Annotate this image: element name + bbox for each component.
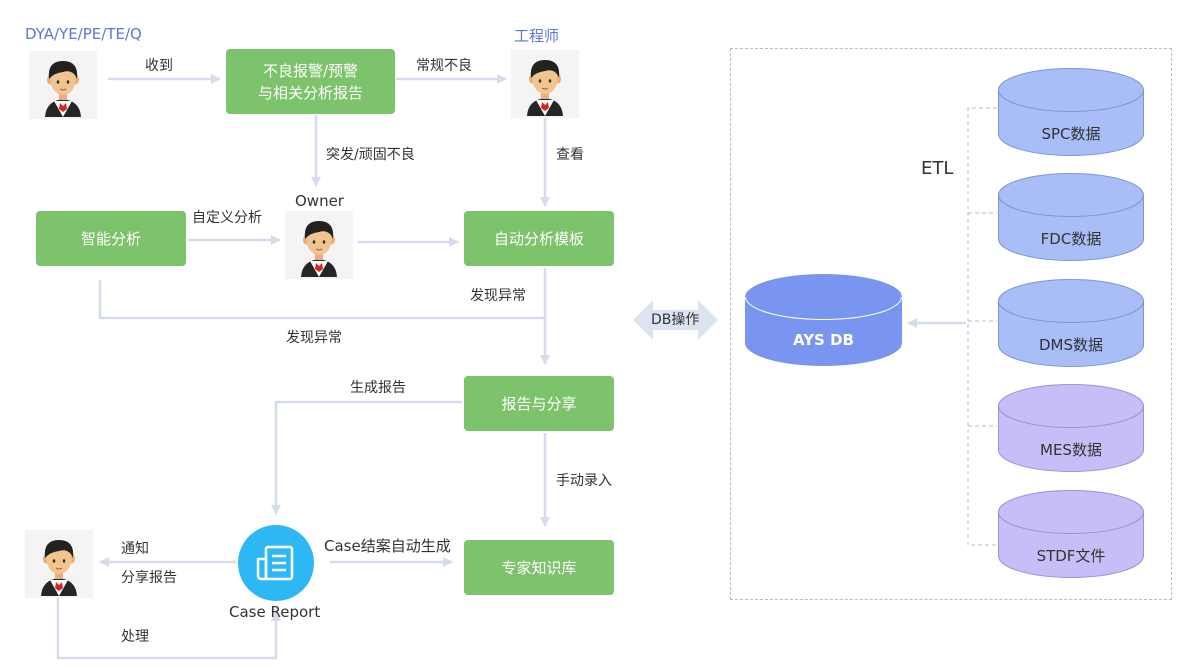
role-label-dya: DYA/YE/PE/TE/Q [25,25,142,43]
label-manual-entry: 手动录入 [556,473,612,489]
box-alarm-report: 不良报警/预警 与相关分析报告 [226,49,395,114]
label-sudden-defect: 突发/顽固不良 [326,147,415,163]
role-label-engineer: 工程师 [514,27,560,45]
label-share-report: 分享报告 [121,570,177,586]
label-view: 查看 [556,147,584,163]
box-smart-analysis: 智能分析 [36,211,186,266]
database-zone [730,48,1172,600]
database-ays-db: AYS DB [745,274,902,366]
source-db-stdf: STDF文件 [998,490,1144,578]
box-expert-kb: 专家知识库 [464,540,614,595]
line-smart-anomaly [98,280,545,320]
label-routine-defect: 常规不良 [416,58,472,74]
source-db-spc: SPC数据 [998,68,1144,156]
source-label: MES数据 [1040,441,1102,459]
label-anomaly-found: 发现异常 [286,330,342,346]
db-ops-double-arrow [633,300,718,340]
person-avatar [29,51,97,119]
source-db-dms: DMS数据 [998,279,1144,367]
label-custom-analysis: 自定义分析 [192,210,262,226]
source-db-fdc: FDC数据 [998,173,1144,261]
label-case-auto: Case结案自动生成 [324,537,451,555]
role-label-owner: Owner [295,192,344,210]
source-label: DMS数据 [1038,336,1103,354]
database-label: AYS DB [793,331,854,349]
label-anomaly-found: 发现异常 [470,288,526,304]
label-handle: 处理 [121,629,149,645]
label-etl: ETL [921,158,954,179]
box-auto-template: 自动分析模板 [464,211,614,266]
arrow-generate-report [271,400,462,515]
arrow-handle [56,598,281,660]
person-avatar [25,530,93,598]
document-icon [238,525,314,601]
source-label: STDF文件 [1036,547,1106,565]
person-avatar [511,50,579,118]
label-receive: 收到 [145,58,173,74]
label-case-report: Case Report [229,603,321,621]
label-generate-report: 生成报告 [350,380,406,396]
etl-bracket [967,107,997,546]
label-notify: 通知 [121,541,149,557]
case-report-node [238,525,314,601]
source-label: SPC数据 [1041,125,1101,143]
label-db-ops: DB操作 [651,312,700,328]
person-avatar [285,211,353,279]
box-report-share: 报告与分享 [464,376,614,431]
source-label: FDC数据 [1040,230,1102,248]
source-db-mes: MES数据 [998,384,1144,472]
